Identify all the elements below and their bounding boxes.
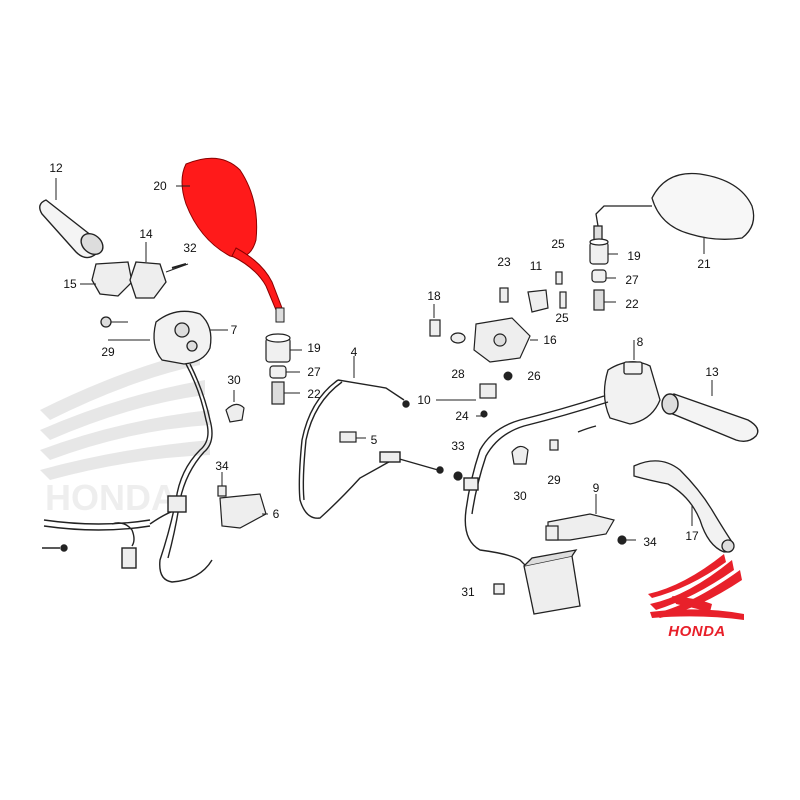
callout-27: 27 xyxy=(307,365,321,379)
clutch-lever xyxy=(633,460,735,553)
callout-14: 14 xyxy=(139,227,153,241)
callout-25: 25 xyxy=(551,237,565,251)
callout-7: 7 xyxy=(230,323,238,337)
right-mirror-adapter-parts xyxy=(589,238,618,311)
callout-29: 29 xyxy=(101,345,115,359)
callout-29: 29 xyxy=(547,473,561,487)
callout-28: 28 xyxy=(451,367,465,381)
callout-34: 34 xyxy=(643,535,657,549)
callout-4: 4 xyxy=(350,345,358,359)
left-switch-housing xyxy=(100,310,228,365)
callout-19: 19 xyxy=(307,341,321,355)
callout-15: 15 xyxy=(63,277,77,291)
brand-wordmark: HONDA xyxy=(668,623,726,640)
callout-27: 27 xyxy=(625,273,639,287)
callout-22: 22 xyxy=(307,387,321,401)
callout-12: 12 xyxy=(49,161,63,175)
callout-6: 6 xyxy=(272,507,280,521)
wing-logo-icon xyxy=(648,554,744,620)
throttle-cables xyxy=(298,356,444,519)
callout-5: 5 xyxy=(370,433,378,447)
callout-30: 30 xyxy=(513,489,527,503)
callout-13: 13 xyxy=(705,365,719,379)
callout-18: 18 xyxy=(427,289,441,303)
right-small-fasteners xyxy=(453,439,559,481)
callout-26: 26 xyxy=(527,369,541,383)
right-switch-housing xyxy=(603,340,661,425)
callout-11: 11 xyxy=(529,259,543,273)
right-mirror xyxy=(593,172,755,254)
callout-24: 24 xyxy=(455,409,469,423)
left-harness xyxy=(42,363,213,583)
callout-30: 30 xyxy=(227,373,241,387)
callout-23: 23 xyxy=(497,255,511,269)
left-grip xyxy=(39,178,104,259)
callout-33: 33 xyxy=(451,439,465,453)
callout-21: 21 xyxy=(697,257,711,271)
stop-switch xyxy=(436,383,497,418)
callout-22: 22 xyxy=(625,297,639,311)
front-brake-master-bracket xyxy=(473,271,567,363)
left-bracket xyxy=(217,472,268,529)
callout-16: 16 xyxy=(543,333,557,347)
svg-text:HONDA: HONDA xyxy=(45,477,177,518)
left-mirror-adapter-parts xyxy=(265,333,302,405)
watermark-wing-icon: HONDA xyxy=(40,350,210,518)
callout-20: 20 xyxy=(153,179,167,193)
cable-clip-left xyxy=(225,390,245,423)
callout-19: 19 xyxy=(627,249,641,263)
switch-clamp xyxy=(80,242,189,299)
callout-8: 8 xyxy=(636,335,644,349)
right-bracket xyxy=(545,494,636,545)
callout-31: 31 xyxy=(461,585,475,599)
lever-pivot-bolt xyxy=(429,304,466,344)
callout-34: 34 xyxy=(215,459,229,473)
callout-32: 32 xyxy=(183,241,197,255)
right-grip xyxy=(661,380,759,443)
callout-10: 10 xyxy=(417,393,431,407)
small-nut xyxy=(503,371,513,381)
callout-25: 25 xyxy=(555,311,569,325)
left-mirror-highlighted xyxy=(176,157,285,323)
cable-guide xyxy=(339,431,366,443)
relay-box xyxy=(493,549,581,615)
callout-17: 17 xyxy=(685,529,699,543)
callout-9: 9 xyxy=(592,481,600,495)
right-harness xyxy=(463,395,609,581)
